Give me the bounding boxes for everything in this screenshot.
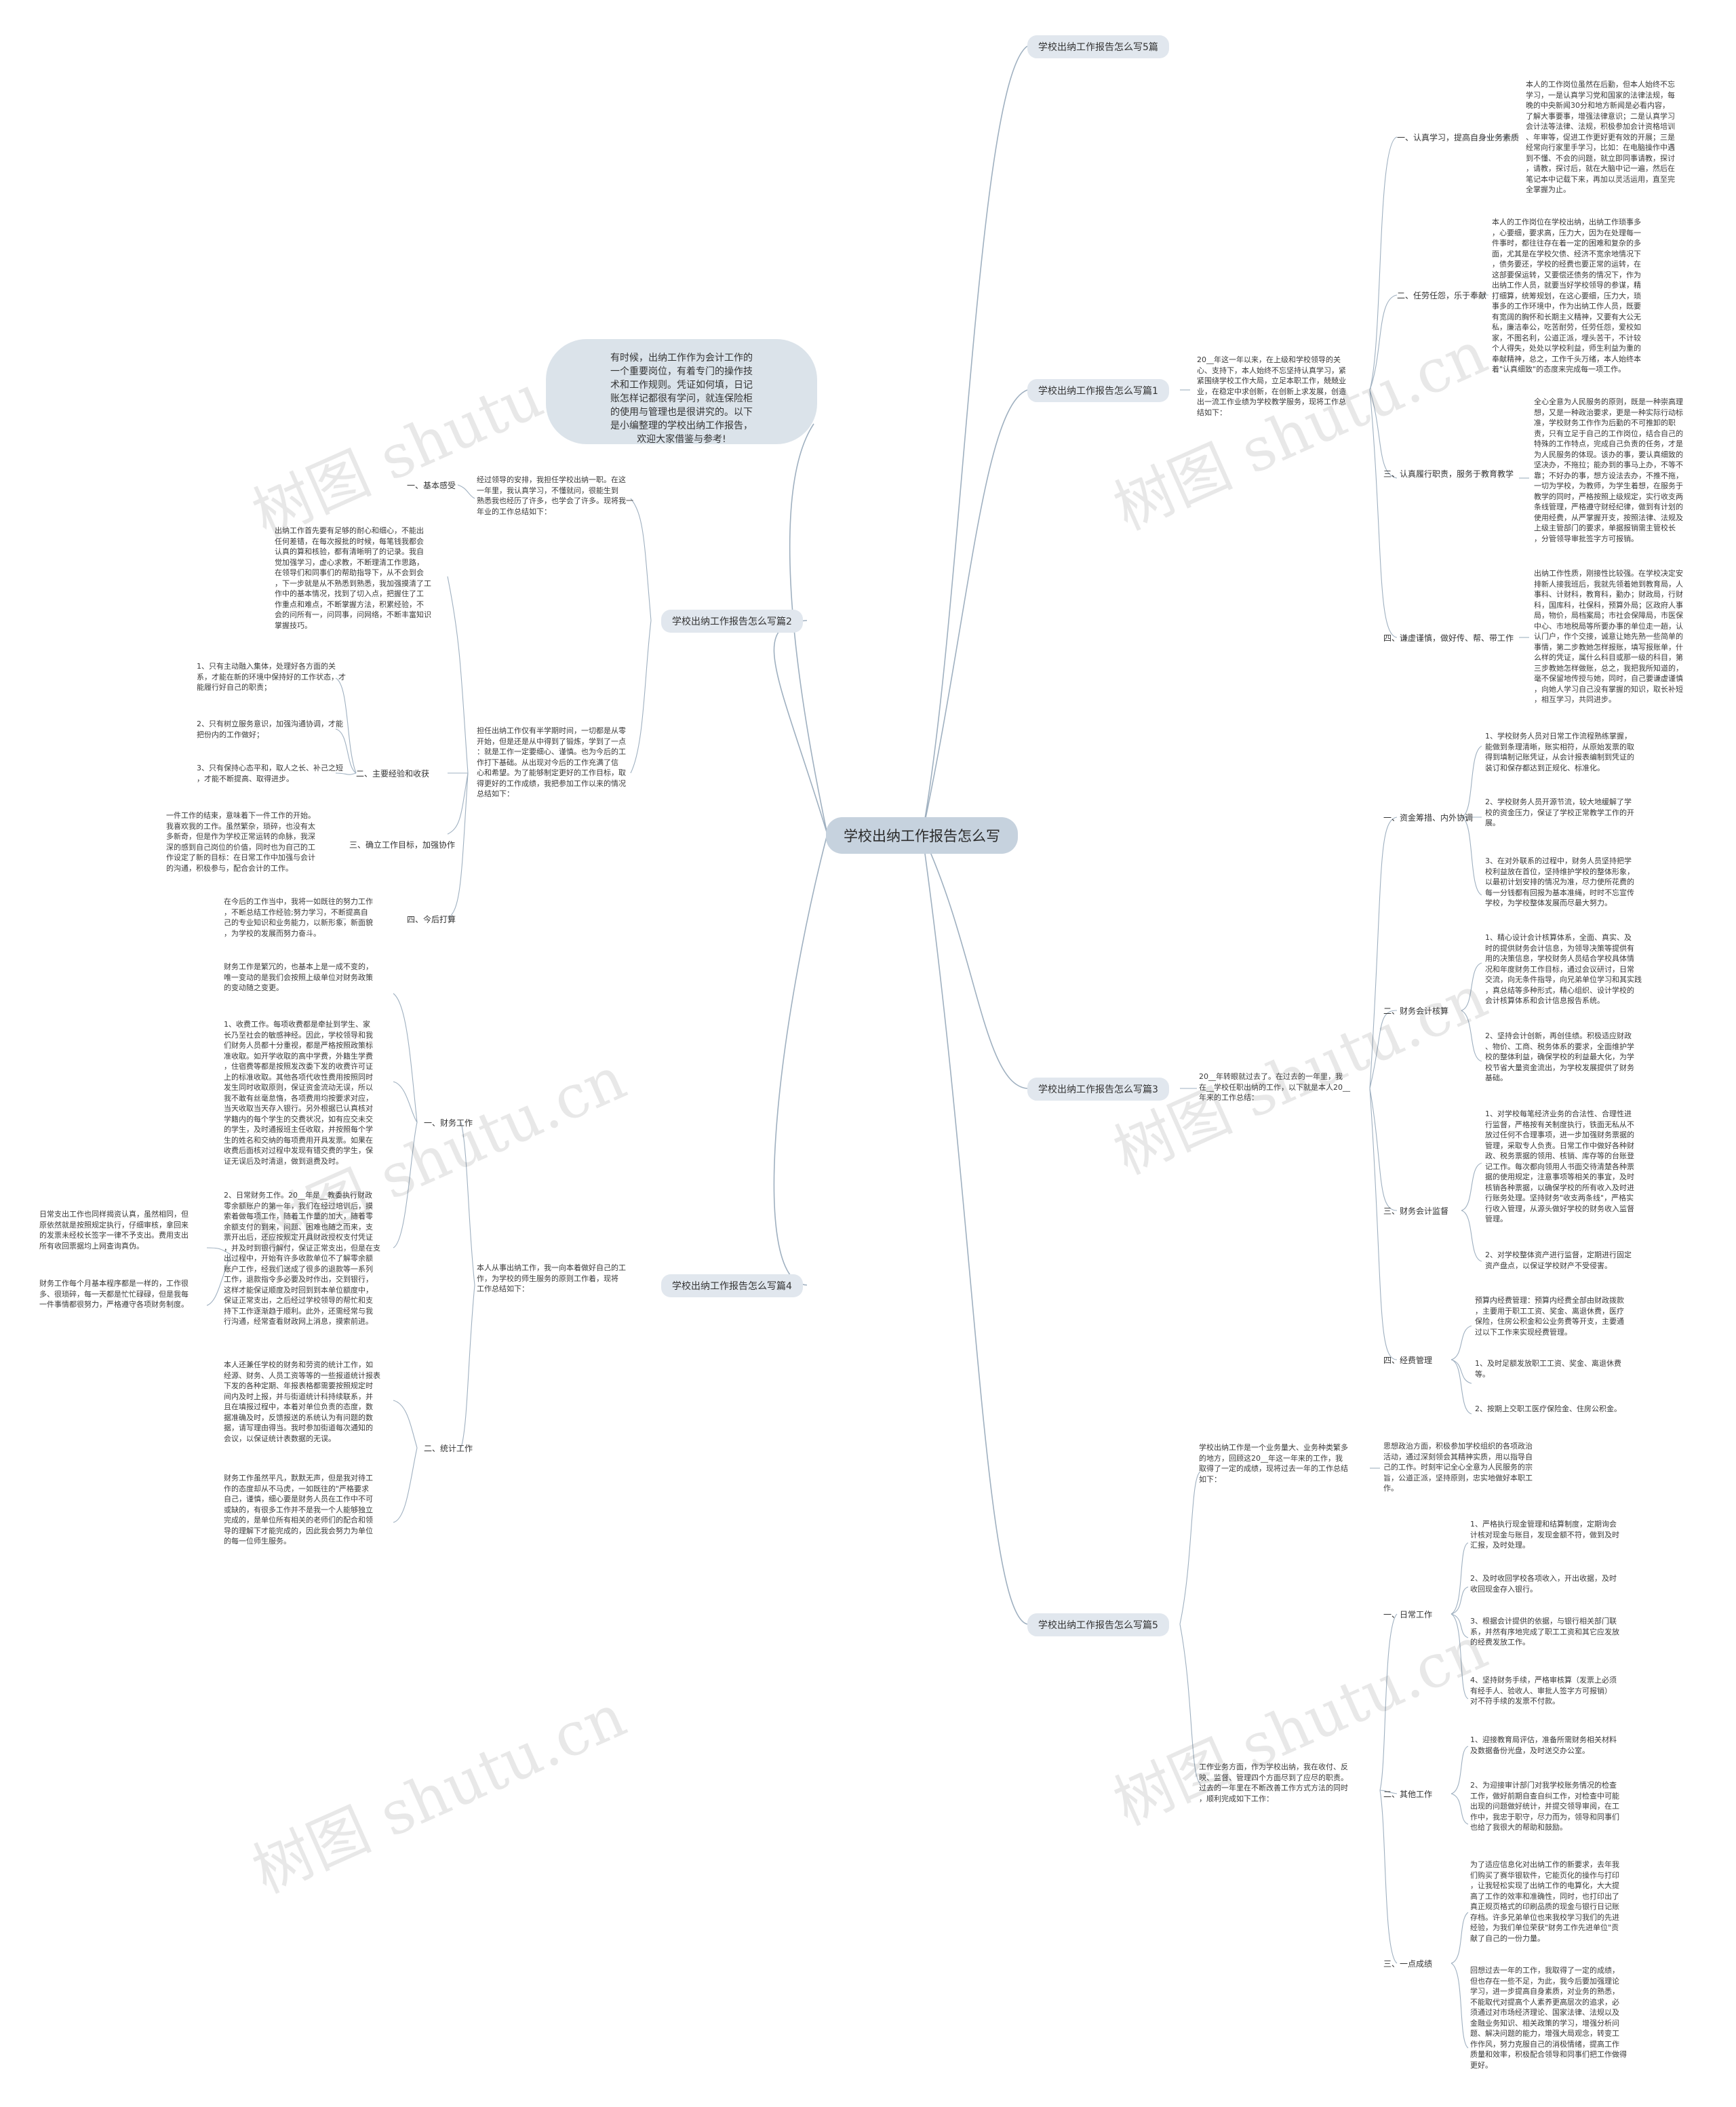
p4-section-1-text-2: 1、收费工作。每项收费都是牵扯到学生、家 长乃至社会的敏感神经。因此，学校领导和… — [224, 1020, 373, 1166]
p5-section-1-item-4: 4、坚持财务手续，严格审核算（发票上必须 有经手人、验收人、审批人签字方可报销）… — [1470, 1676, 1617, 1706]
p3-section-4-item-1: 1、及时足额发放职工工资、奖金、离退休费 等。 — [1475, 1359, 1621, 1379]
p1-section-2[interactable]: 二、任劳任怨，乐于奉献 — [1397, 291, 1487, 300]
branch-report-2[interactable]: 学校出纳工作报告怎么写篇2 — [661, 610, 803, 633]
p3-section-3[interactable]: 三、财务会计监督 — [1383, 1206, 1449, 1216]
p5-intro-2: 工作业务方面，作为学校出纳，我在收付、反 映、监督、管理四个方面尽到了应尽的职责… — [1199, 1763, 1348, 1803]
p3-section-1-item-2: 2、学校财务人员开源节流，较大地缓解了学 校的资金压力，保证了学校正常教学工作的… — [1485, 797, 1634, 827]
p4-section-1-text-1: 财务工作是繁冗的，也基本上是一成不变的， 唯一变动的是我们会按照上级单位对财务政… — [224, 962, 373, 992]
p3-section-1-item-1: 1、学校财务人员对日常工作流程熟练掌握， 能做到条理清晰，账实相符，从原始发票的… — [1485, 732, 1634, 772]
p4-intro: 本人从事出纳工作，我一向本着做好自己的工 作，为学校的师生服务的原则工作着，现将… — [477, 1263, 626, 1293]
p3-section-1-item-3: 3、在对外联系的过程中，财务人员坚持把学 校利益放在首位，坚持维护学校的整体形象… — [1485, 856, 1634, 907]
p3-section-1[interactable]: 一、资金筹措、内外协调 — [1383, 813, 1474, 823]
p5-section-2-item-2: 2、为迎接审计部门对我学校账务情况的检查 工作，做好前期自查自纠工作，对检查中可… — [1470, 1781, 1619, 1832]
p5-intro-right: 思想政治方面，积极参加学校组织的各项政治 活动，通过深刻领会其精神实质，用以指导… — [1383, 1442, 1533, 1493]
p5-section-3[interactable]: 三、一点成绩 — [1383, 1959, 1433, 1969]
p3-section-4-item-2: 2、按期上交职工医疗保险金、住房公积金。 — [1475, 1404, 1621, 1413]
p1-section-2-text: 本人的工作岗位在学校出纳，出纳工作琐事多 ，心要细，要求高，压力大，因为在处理每… — [1492, 218, 1641, 374]
branch-overview[interactable]: 学校出纳工作报告怎么写5篇 — [1027, 35, 1169, 58]
p4-section-1-left-2: 财务工作每个月基本程序都是一样的，工作很 多、很琐碎，每一天都是忙忙碌碌，但是我… — [39, 1279, 189, 1309]
p3-section-2-item-2: 2、坚持会计创新，再创佳绩。积极适应财政 、物价、工商、税务体系的要求，全面维护… — [1485, 1031, 1634, 1082]
p5-section-1-item-2: 2、及时收回学校各项收入，开出收据，及时 收回现金存入银行。 — [1470, 1574, 1617, 1594]
p1-intro: 20__年这一年以来，在上级和学校领导的关 心、支持下，本人始终不忘坚持认真学习… — [1197, 355, 1346, 417]
p5-intro: 学校出纳工作是一个业务量大、业务种类繁多 的地方，回顾这20__年这一年来的工作… — [1199, 1443, 1348, 1484]
intro-note: 有时候，出纳工作作为会计工作的 一个重要岗位，有着专门的操作技 术和工作规则。凭… — [546, 339, 817, 445]
p2-intro-1: 经过领导的安排，我担任学校出纳一职。在这 一年里，我认真学习，不懂就问，很能生到… — [477, 475, 633, 516]
p2-intro-2: 担任出纳工作仅有半学期时间，一切都是从零 开始，但是还是从中得到了锻炼，学到了一… — [477, 726, 626, 798]
p2-section-2-item-1: 1、只有主动融入集体，处理好各方面的关 系，才能在新的环境中保持好的工作状态，才… — [197, 662, 346, 692]
branch-report-4[interactable]: 学校出纳工作报告怎么写篇4 — [661, 1274, 803, 1297]
p3-section-4[interactable]: 四、经费管理 — [1383, 1356, 1433, 1365]
p4-section-1[interactable]: 一、财务工作 — [424, 1118, 473, 1128]
p2-section-1[interactable]: 一、基本感受 — [407, 481, 456, 490]
p3-section-2[interactable]: 二、财务会计核算 — [1383, 1006, 1449, 1016]
p1-section-4[interactable]: 四、谦虚谨慎，做好传、帮、带工作 — [1383, 633, 1514, 643]
p5-section-2-item-1: 1、迎接教育局评估，准备所需财务相关材料 及数据备份光盘，及时送交办公室。 — [1470, 1735, 1617, 1755]
p5-section-2[interactable]: 二、其他工作 — [1383, 1790, 1433, 1799]
p3-section-4-text: 预算内经费管理：预算内经费全部由财政拨款 ，主要用于职工工资、奖金、离退休费，医… — [1475, 1296, 1624, 1337]
p2-section-2-item-3: 3、只有保持心态平和，取人之长、补己之短 ，才能不断提高、取得进步。 — [197, 764, 343, 783]
p3-section-3-item-1: 1、对学校每笔经济业务的合法性、合理性进 行监督，严格按有关制度执行，铁面无私从… — [1485, 1109, 1634, 1223]
p1-section-1-text: 本人的工作岗位虽然在后勤，但本人始终不忘 学习，一是认真学习党和国家的法律法规，… — [1526, 80, 1675, 194]
branch-report-3[interactable]: 学校出纳工作报告怎么写篇3 — [1027, 1078, 1169, 1101]
p5-section-3-text-1: 为了适应信息化对出纳工作的新要求，去年我 们购买了赛华银软件，它能页化的操作与打… — [1470, 1860, 1619, 1943]
p2-section-3[interactable]: 三、确立工作目标，加强协作 — [349, 840, 456, 850]
p4-section-2[interactable]: 二、统计工作 — [424, 1444, 473, 1453]
p1-section-3-text: 全心全意为人民服务的原则，既是一种崇高理 想，又是一种政治要求，更是一种实际行动… — [1534, 397, 1683, 543]
p3-section-3-item-2: 2、对学校整体资产进行监督，定期进行固定 资产盘点，以保证学校财产不受侵害。 — [1485, 1251, 1632, 1270]
p4-section-2-text-2: 财务工作虽然平凡，默默无声，但是我对待工 作的态度却从不马虎，一如既往的"严格要… — [224, 1474, 373, 1545]
p4-section-1-text-3: 2、日常财务工作。20__年是__教委执行财政 零余额账户的第一年，我们在经过培… — [224, 1191, 380, 1326]
p2-section-4[interactable]: 四、今后打算 — [407, 915, 456, 924]
p5-section-3-text-2: 回想过去一年的工作，我取得了一定的成绩， 但也存在一些不足，为此，我今后要加强理… — [1470, 1966, 1627, 2070]
p2-section-3-text: 一件工作的结束，意味着下一件工作的开始。 我喜欢我的工作。虽然繁杂，琐碎，也没有… — [166, 811, 315, 873]
p2-section-2[interactable]: 二、主要经验和收获 — [356, 769, 430, 779]
p2-section-2-item-2: 2、只有树立服务意识，加强沟通协调，才能 把份内的工作做好； — [197, 720, 343, 739]
p3-intro: 20__年转眼就过去了。在过去的一年里，我 在__学校任职出纳的工作，以下就是本… — [1199, 1072, 1350, 1102]
p1-section-1[interactable]: 一、认真学习，提高自身业务素质 — [1397, 133, 1520, 142]
p5-section-1-item-3: 3、根据会计提供的依据，与银行相关部门联 系，并然有序地完成了职工工资和其它应发… — [1470, 1617, 1619, 1647]
p1-section-3[interactable]: 三、认真履行职责，服务于教育教学 — [1383, 469, 1514, 479]
p2-section-1-text: 出纳工作首先要有足够的耐心和细心，不能出 任何差错，在每次报批的时候，每笔钱我都… — [275, 526, 431, 630]
p2-section-4-text: 在今后的工作当中，我将一如既往的努力工作 ，不断总结工作经验;努力学习，不断提高… — [224, 897, 373, 938]
p4-section-1-left-1: 日常支出工作也同样揭资认真，虽然相同，但 原依然就是按照规定执行，仔细审核，拿回… — [39, 1210, 189, 1251]
p4-section-2-text-1: 本人还兼任学校的财务和劳资的统计工作，如 经源、财务、人员工资等等的一些报道统计… — [224, 1360, 380, 1443]
p5-section-1[interactable]: 一、日常工作 — [1383, 1610, 1433, 1619]
branch-report-5[interactable]: 学校出纳工作报告怎么写篇5 — [1027, 1613, 1169, 1636]
p5-section-1-item-1: 1、严格执行现金管理和结算制度，定期询会 计核对现金与账目，发现金额不符，做到及… — [1470, 1520, 1619, 1550]
p3-section-2-item-1: 1、精心设计会计核算体系，全面、真实、及 时的提供财务会计信息，为领导决策等提供… — [1485, 933, 1642, 1005]
branch-report-1[interactable]: 学校出纳工作报告怎么写篇1 — [1027, 379, 1169, 402]
root-node[interactable]: 学校出纳工作报告怎么写 — [826, 817, 1018, 854]
p1-section-4-text: 出纳工作性质，刚接性比较强。在学校决定安 排新人接我班后，我就先领着她到教育局，… — [1534, 569, 1683, 704]
